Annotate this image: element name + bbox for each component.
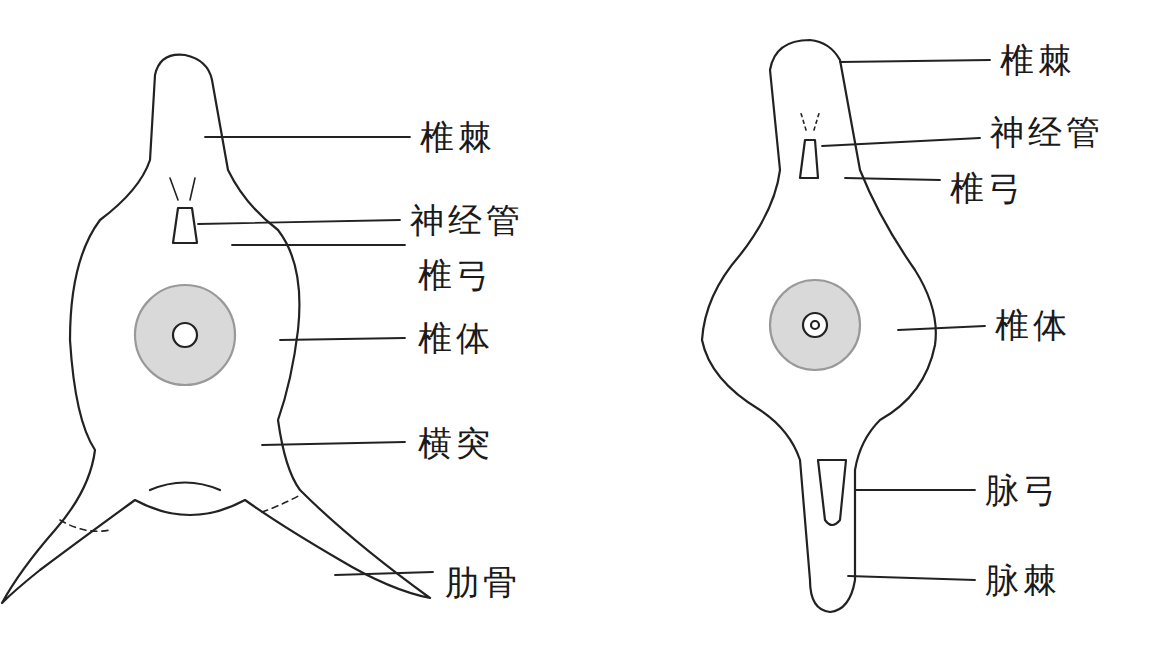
haemal-canal [818,460,846,525]
part-label: 肋骨 [445,562,521,602]
part-label: 椎棘 [1000,40,1076,80]
part-label: 神经管 [410,200,524,240]
notochord-dot [811,321,819,329]
part-label: 椎弓 [950,168,1026,208]
part-label: 椎体 [418,318,494,358]
caudal-vertebra-outline [702,40,936,612]
neural-arch-line [800,110,820,130]
notochord-hole [173,323,197,347]
leader-lines [198,60,990,580]
neural-canal [173,208,197,243]
centrum [770,280,860,370]
part-label: 脉弓 [985,470,1061,510]
part-label: 横突 [418,423,494,463]
trunk-vertebra-outline [2,55,430,603]
part-label: 椎体 [995,305,1071,345]
centrum [135,285,235,385]
neural-canal [800,140,818,178]
part-label: 椎弓 [418,255,494,295]
rib-joint [60,494,302,531]
body-arc [150,483,220,491]
part-label: 椎棘 [420,117,496,157]
neural-arch-line [170,178,195,200]
part-label: 脉棘 [985,560,1061,600]
part-label: 神经管 [990,112,1104,152]
notochord-hole [803,313,827,337]
